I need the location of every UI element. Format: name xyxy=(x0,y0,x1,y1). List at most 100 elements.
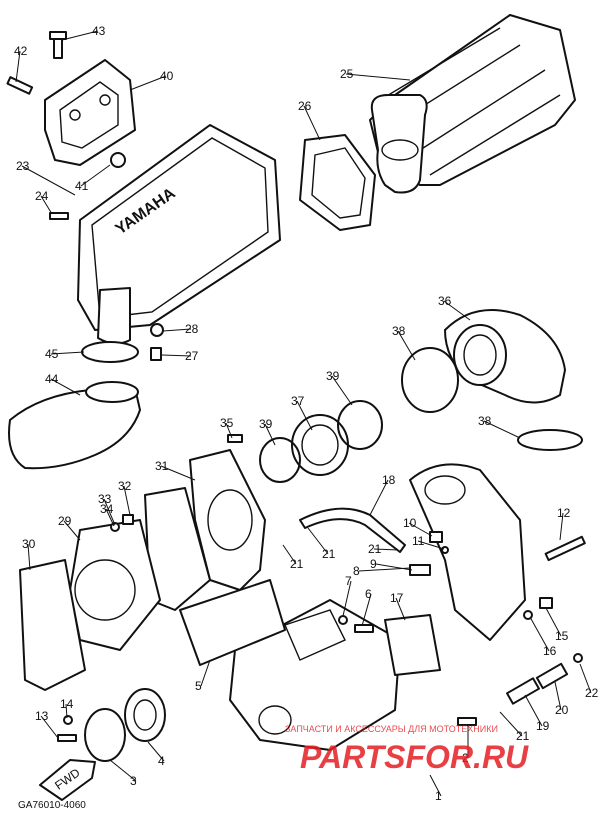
callout-36: 36 xyxy=(438,294,452,308)
callout-19: 19 xyxy=(536,719,550,733)
leader-line-19 xyxy=(524,694,543,727)
leader-line-12 xyxy=(559,512,564,541)
callout-27: 27 xyxy=(185,349,199,363)
leader-lines xyxy=(15,30,592,797)
callout-39: 39 xyxy=(259,417,273,431)
fitting-part-20 xyxy=(535,662,569,690)
leader-line-14 xyxy=(65,703,68,719)
leader-line-38 xyxy=(397,330,416,361)
leader-line-26 xyxy=(303,105,321,141)
flange-part-17 xyxy=(384,614,441,676)
leader-line-22 xyxy=(579,663,592,694)
bolt-part-42 xyxy=(6,76,34,95)
elbow-part-36 xyxy=(444,309,566,404)
callout-23: 23 xyxy=(16,159,30,173)
bolt-part-24 xyxy=(49,212,69,220)
clip-part-22 xyxy=(573,653,583,663)
callout-39: 39 xyxy=(326,369,340,383)
callout-31: 31 xyxy=(155,459,169,473)
callout-12: 12 xyxy=(557,506,571,520)
callout-15: 15 xyxy=(555,629,569,643)
hose-part-44 xyxy=(8,381,141,470)
leader-line-11 xyxy=(417,540,445,550)
exhaust-manifold-part-1 xyxy=(229,599,401,751)
callout-25: 25 xyxy=(340,67,354,81)
clamp-part-45 xyxy=(81,341,139,363)
bolt-part-41 xyxy=(110,152,126,168)
leader-line-43 xyxy=(61,30,99,41)
cover-part-3 xyxy=(84,708,126,762)
callout-9: 9 xyxy=(370,557,377,571)
leader-line-5 xyxy=(200,659,211,687)
callout-35: 35 xyxy=(220,416,234,430)
bolt-part-43 xyxy=(49,31,67,59)
outlet-elbow-part xyxy=(409,463,526,641)
callout-40: 40 xyxy=(160,69,174,83)
leader-line-45 xyxy=(50,351,85,355)
callout-2: 2 xyxy=(462,751,469,765)
leader-line-9 xyxy=(375,563,413,571)
nipple-part-9 xyxy=(409,564,431,576)
watermark-subtitle: ЗАПЧАСТИ И АКСЕССУАРЫ ДЛЯ МОТОТЕХНИКИ xyxy=(285,724,498,734)
callout-44: 44 xyxy=(45,372,59,386)
callout-37: 37 xyxy=(291,394,305,408)
callout-11: 11 xyxy=(412,534,425,548)
washer-part-28 xyxy=(150,323,164,337)
washer-part-14 xyxy=(63,715,73,725)
callout-22: 22 xyxy=(585,686,599,700)
hose-part-18 xyxy=(299,507,406,553)
leader-line-16 xyxy=(529,616,550,652)
callout-24: 24 xyxy=(35,189,49,203)
joint-part-37 xyxy=(291,414,349,476)
leader-line-18 xyxy=(369,479,389,516)
clamp-part-38-lower xyxy=(517,429,583,451)
bolt-part-33 xyxy=(122,514,134,525)
leader-line-42 xyxy=(15,50,21,83)
leader-line-21 xyxy=(307,527,329,555)
callout-28: 28 xyxy=(185,322,199,336)
gasket-part-5 xyxy=(179,579,286,666)
clamp-part-38-upper xyxy=(401,347,459,413)
washer-part-7 xyxy=(338,615,348,625)
bracket-part-40 xyxy=(44,59,136,166)
leader-line-37 xyxy=(296,400,313,431)
callout-5: 5 xyxy=(195,679,202,693)
clamp-part-39-left xyxy=(259,437,301,483)
callout-21: 21 xyxy=(516,729,530,743)
callout-43: 43 xyxy=(92,24,106,38)
fitting-part-19 xyxy=(506,677,540,705)
callout-42: 42 xyxy=(14,44,28,58)
fitting-part-10 xyxy=(429,531,443,543)
leader-line-21 xyxy=(373,548,399,551)
gasket-part-30 xyxy=(19,559,86,691)
leader-line-41 xyxy=(80,164,111,187)
bolt-part-2 xyxy=(457,717,477,726)
leader-line-24 xyxy=(40,195,53,215)
callout-18: 18 xyxy=(382,473,396,487)
callout-41: 41 xyxy=(75,179,89,193)
bolt-part-12 xyxy=(544,535,586,562)
leader-line-36 xyxy=(443,300,471,321)
leader-line-4 xyxy=(147,741,165,762)
callout-21: 21 xyxy=(368,542,382,556)
callout-38: 38 xyxy=(392,324,406,338)
callout-14: 14 xyxy=(60,697,74,711)
leader-line-32 xyxy=(123,485,131,516)
leader-line-15 xyxy=(545,607,562,637)
leader-line-25 xyxy=(345,73,411,81)
leader-line-38 xyxy=(483,420,521,439)
washer-part-11 xyxy=(441,546,449,554)
leader-line-31 xyxy=(160,465,196,481)
callout-6: 6 xyxy=(365,587,372,601)
callout-16: 16 xyxy=(543,644,557,658)
drawing-code: GA76010-4060 xyxy=(18,800,86,811)
front-arrow-icon: FWD xyxy=(39,759,96,801)
leader-line-13 xyxy=(40,715,59,739)
callout-7: 7 xyxy=(345,574,352,588)
leader-line-33 xyxy=(103,498,116,526)
leader-line-35 xyxy=(225,422,233,439)
clamp-part-39-right xyxy=(337,400,383,450)
